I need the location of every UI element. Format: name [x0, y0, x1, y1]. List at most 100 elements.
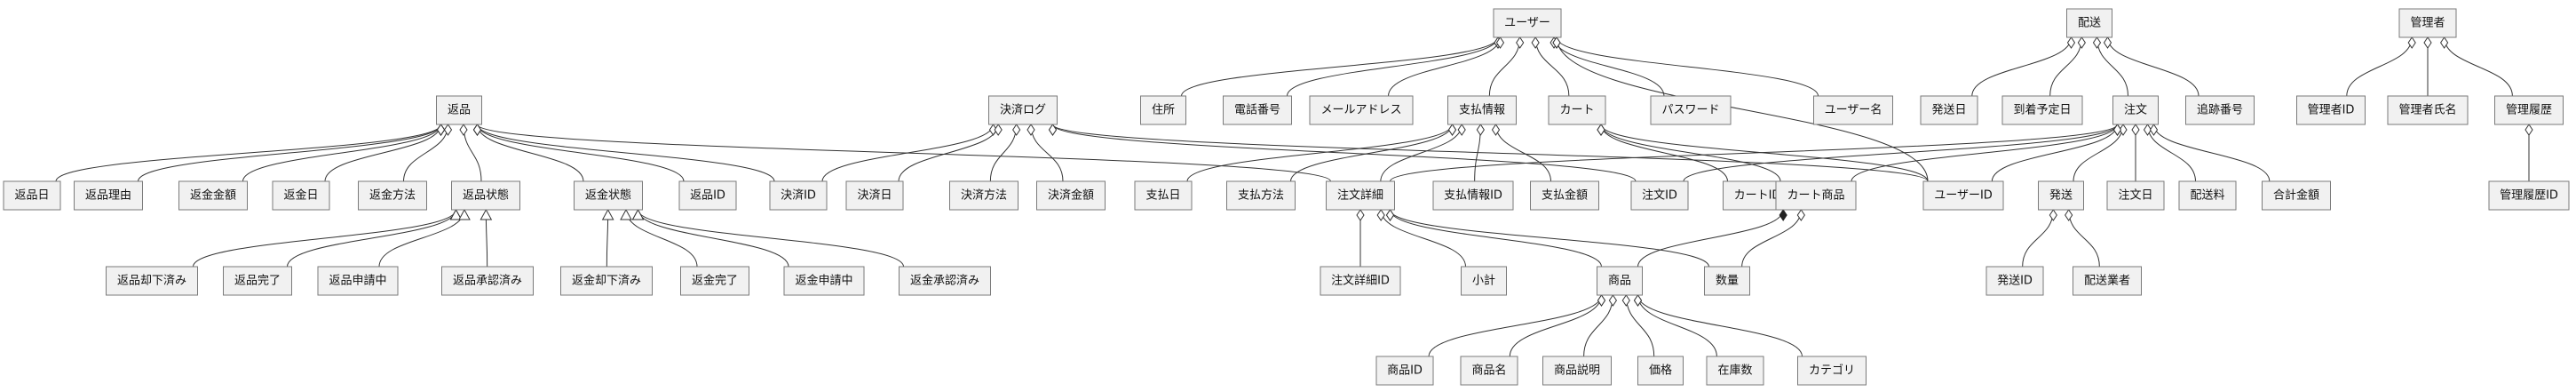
class-admin-history-id[interactable]: 管理履歴ID [2488, 180, 2570, 211]
class-total-amount[interactable]: 合計金額 [2262, 180, 2331, 211]
class-settle-id[interactable]: 決済ID [769, 180, 828, 211]
class-return-reason[interactable]: 返品理由 [74, 180, 143, 211]
class-refund-method[interactable]: 返金方法 [358, 180, 427, 211]
class-return-applying[interactable]: 返品申請中 [317, 266, 399, 296]
class-eta[interactable]: 到着予定日 [2001, 95, 2083, 125]
edge-line [138, 124, 441, 182]
class-return-done[interactable]: 返品完了 [223, 266, 292, 296]
aggregation-edge [1621, 294, 1655, 357]
class-order[interactable]: 注文 [2112, 95, 2159, 125]
class-settle-amount[interactable]: 決済金額 [1036, 180, 1106, 211]
class-address[interactable]: 住所 [1140, 95, 1186, 125]
class-stock[interactable]: 在庫数 [1706, 356, 1764, 386]
class-user-name[interactable]: ユーザー名 [1813, 95, 1893, 125]
generalization-edge [480, 208, 493, 268]
class-tracking[interactable]: 追跡番号 [2185, 95, 2255, 125]
hollow-diamond-icon [2103, 36, 2112, 49]
class-admin-id[interactable]: 管理者ID [2296, 95, 2366, 125]
class-shipment[interactable]: 発送 [2038, 180, 2084, 211]
hollow-diamond-icon [1491, 124, 1501, 136]
class-box [436, 95, 482, 125]
class-pay-amount[interactable]: 支払金額 [1530, 180, 1599, 211]
class-box [2001, 95, 2083, 125]
class-box [358, 180, 427, 211]
class-refund-amount[interactable]: 返金金額 [178, 180, 248, 211]
edge-line [1556, 36, 1819, 97]
class-user-id[interactable]: ユーザーID [1922, 180, 2004, 211]
hollow-diamond-icon [1048, 124, 1058, 136]
class-order-date[interactable]: 注文日 [2106, 180, 2165, 211]
class-subtotal[interactable]: 小計 [1461, 266, 1507, 296]
class-refund-done[interactable]: 返金完了 [680, 266, 749, 296]
class-shipment-id[interactable]: 発送ID [1986, 266, 2044, 296]
class-return[interactable]: 返品 [436, 95, 482, 125]
class-order-detail-id[interactable]: 注文詳細ID [1320, 266, 1401, 296]
class-shipping-fee[interactable]: 配送料 [2178, 180, 2237, 211]
class-category[interactable]: カテゴリ [1797, 356, 1867, 386]
class-label: 決済日 [857, 188, 892, 203]
class-payment-info-id[interactable]: 支払情報ID [1432, 180, 1514, 211]
class-refund-date[interactable]: 返金日 [272, 180, 330, 211]
hollow-diamond-icon [1476, 124, 1485, 136]
class-product-desc[interactable]: 商品説明 [1542, 356, 1612, 386]
class-admin[interactable]: 管理者 [2398, 8, 2457, 38]
class-admin-name[interactable]: 管理者氏名 [2387, 95, 2469, 125]
class-refund-rejected[interactable]: 返金却下済み [560, 266, 653, 296]
class-label: 決済方法 [961, 188, 1007, 203]
hollow-diamond-icon [1597, 124, 1605, 136]
class-ship-date[interactable]: 発送日 [1920, 95, 1978, 125]
class-cart[interactable]: カート [1548, 95, 1606, 125]
class-return-rejected[interactable]: 返品却下済み [106, 266, 198, 296]
inheritance-triangle-icon [631, 208, 645, 220]
class-phone[interactable]: 電話番号 [1223, 95, 1292, 125]
class-settle-method[interactable]: 決済方法 [949, 180, 1019, 211]
class-refund-status[interactable]: 返金状態 [574, 180, 643, 211]
class-product-id[interactable]: 商品ID [1375, 356, 1434, 386]
class-password[interactable]: パスワード [1650, 95, 1732, 125]
edge-line [2346, 36, 2413, 97]
class-box [2073, 266, 2142, 296]
class-label: 返品状態 [463, 188, 509, 203]
class-settle-date[interactable]: 決済日 [845, 180, 904, 211]
class-label: 決済ID [781, 188, 816, 203]
class-pay-date[interactable]: 支払日 [1134, 180, 1193, 211]
class-order-id[interactable]: 注文ID [1630, 180, 1689, 211]
class-box [2066, 8, 2112, 38]
class-payment-info[interactable]: 支払情報 [1447, 95, 1517, 125]
class-label: 小計 [1472, 274, 1495, 288]
class-refund-applying[interactable]: 返金申請中 [783, 266, 865, 296]
class-box [680, 266, 749, 296]
class-refund-approved[interactable]: 返金承認済み [899, 266, 991, 296]
class-label: 価格 [1649, 364, 1672, 378]
class-return-status[interactable]: 返品状態 [451, 180, 520, 211]
class-price[interactable]: 価格 [1637, 356, 1684, 386]
class-label: 注文 [2124, 104, 2147, 117]
class-return-approved[interactable]: 返品承認済み [441, 266, 534, 296]
class-box [2488, 180, 2570, 211]
edge-line [638, 209, 789, 268]
class-user[interactable]: ユーザー [1493, 8, 1562, 38]
class-cart-item[interactable]: カート商品 [1775, 180, 1857, 211]
class-product-name[interactable]: 商品名 [1460, 356, 1518, 386]
class-payment-log[interactable]: 決済ログ [988, 95, 1058, 125]
class-pay-method[interactable]: 支払方法 [1226, 180, 1296, 211]
generalization-edge [631, 208, 789, 268]
edge-line [1625, 294, 1655, 357]
class-email[interactable]: メールアドレス [1309, 95, 1414, 125]
class-label: カート [1559, 104, 1594, 117]
class-delivery[interactable]: 配送 [2066, 8, 2112, 38]
class-label: メールアドレス [1320, 104, 1401, 117]
hollow-diamond-icon [472, 124, 482, 136]
class-product[interactable]: 商品 [1597, 266, 1643, 296]
class-quantity[interactable]: 数量 [1704, 266, 1750, 296]
class-return-date[interactable]: 返品日 [3, 180, 61, 211]
class-carrier[interactable]: 配送業者 [2073, 266, 2142, 296]
class-admin-history[interactable]: 管理履歴 [2494, 95, 2564, 125]
class-order-detail[interactable]: 注文詳細 [1326, 180, 1395, 211]
class-box [574, 180, 643, 211]
hollow-diamond-icon [1796, 209, 1805, 221]
class-box [1704, 266, 1750, 296]
edge-line [1556, 36, 1929, 182]
class-return-id[interactable]: 返品ID [678, 180, 737, 211]
aggregation-edge [2423, 36, 2432, 96]
